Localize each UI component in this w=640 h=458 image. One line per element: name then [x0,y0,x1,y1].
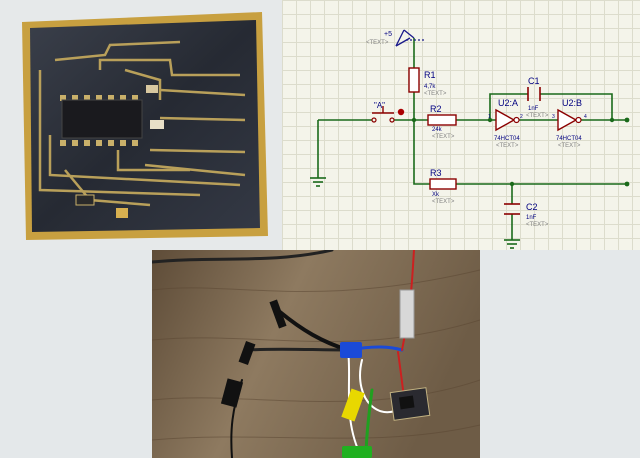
c1-text: <TEXT> [526,113,549,119]
r1-text: <TEXT> [424,91,447,97]
u2b-text: <TEXT> [558,143,581,149]
pcb-pads [60,95,138,146]
probe-clip-blue [340,342,362,358]
probe-clip-black-1 [269,299,287,329]
r2-text: <TEXT> [432,134,455,140]
probe-clip-black-3 [220,378,244,408]
u2b-ref: U2:B [562,98,582,108]
breakout-board [389,387,431,421]
c2-text: <TEXT> [526,222,549,228]
schematic-junctions [411,117,630,187]
pcb-component [75,194,95,206]
ground-symbol-left [310,177,326,187]
probe-clip-yellow [341,388,365,422]
c2-value: 1nF [526,215,537,221]
supply-label: +5 [384,31,392,38]
r3-ref: R3 [430,168,442,178]
u2a-pin-in: 1 [488,114,491,120]
ground-symbol-c2 [504,239,520,249]
probe-clip-black-2 [238,340,256,366]
pcb-component [146,85,158,93]
resistor-r1 [408,67,420,93]
inverter-u2b [557,108,582,132]
schematic-drawing: +5 <TEXT> R1 4,7k <TEXT> "A" R2 24k <TEX… [310,29,630,249]
wood-table [152,250,480,458]
r2-ref: R2 [430,104,442,114]
wood-grain [152,269,480,441]
inverter-u2a [495,108,520,132]
c1-value: 1nF [528,106,539,112]
schematic-wires [317,38,627,240]
u2b-pin-in: 3 [552,114,555,120]
pcb-component [116,208,128,218]
supply-text-placeholder: <TEXT> [366,40,389,46]
wiring-illustration [152,250,480,458]
pcb-component [150,120,164,129]
resistor-r2 [427,114,457,126]
pcb-illustration [0,0,282,250]
pcb-board [30,20,260,232]
cable-connector [399,289,415,339]
c2-ref: C2 [526,202,538,212]
capacitor-c1 [527,87,541,101]
r3-text: <TEXT> [432,199,455,205]
u2a-ref: U2:A [498,98,518,108]
probe-clip-green [342,446,372,458]
u2a-text: <TEXT> [496,143,519,149]
r3-value: Xk [432,192,440,198]
pcb-photo [0,0,282,250]
r1-value: 4,7k [424,84,436,90]
c1-ref: C1 [528,76,540,86]
pcb-traces [38,40,246,207]
schematic-view: +5 <TEXT> R1 4,7k <TEXT> "A" R2 24k <TEX… [282,0,640,250]
supply-icon [395,29,424,47]
r2-value: 24k [432,127,443,133]
resistor-r3 [429,178,457,190]
r1-ref: R1 [424,70,436,80]
wiring-photo [152,250,480,458]
button-label: "A" [374,101,385,110]
capacitor-c2 [504,203,520,215]
u2b-pin-out: 4 [584,114,587,120]
push-button-a [371,106,405,123]
u2a-part: 74HCT04 [494,136,520,142]
u2b-part: 74HCT04 [556,136,582,142]
u2a-pin-out: 2 [520,114,523,120]
pcb-chip [61,99,143,139]
